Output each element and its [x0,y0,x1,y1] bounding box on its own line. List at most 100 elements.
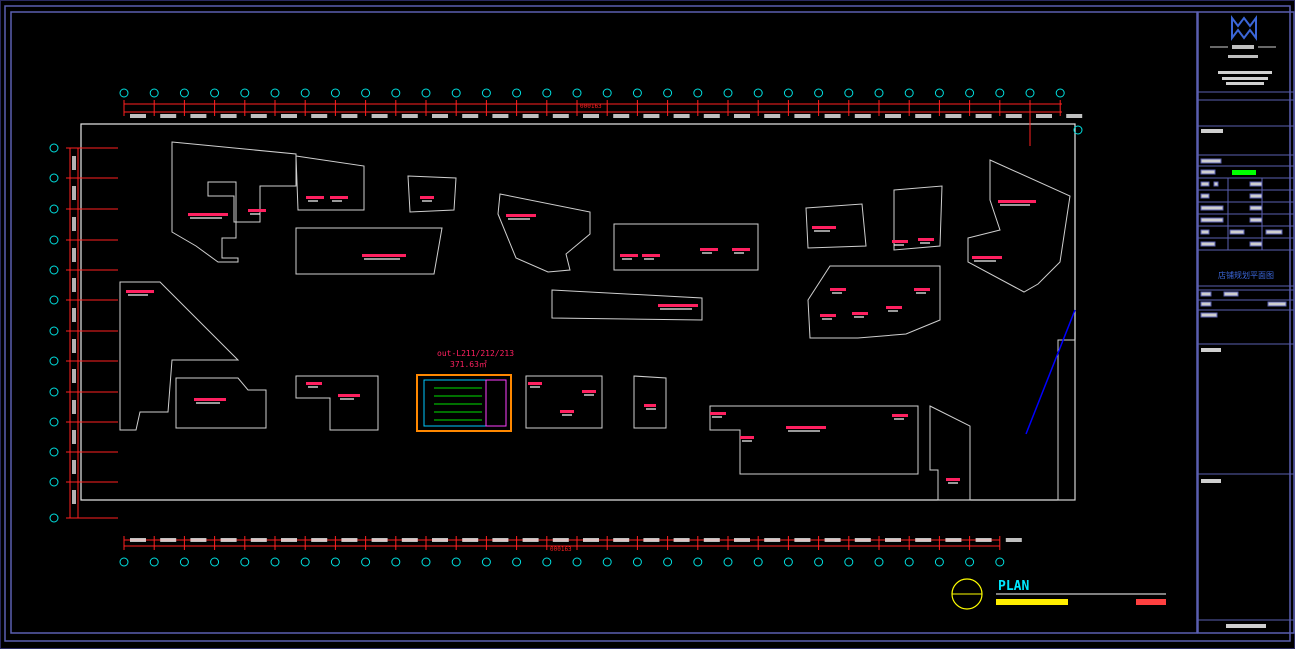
shop-area [734,252,744,254]
tb-text [1200,169,1216,175]
dim-value [72,186,76,200]
dim-value [72,369,76,383]
shop-outline [613,223,759,271]
grid-bubble [451,88,461,98]
tb-text [1265,229,1283,235]
dim-value [401,538,418,542]
tb-text [1200,229,1210,235]
dim-value [72,217,76,231]
dim-value [764,114,781,118]
tb-text [1213,181,1219,187]
scale-text-blur [1136,599,1166,605]
tb-text [1249,241,1263,247]
shop-label [914,288,930,291]
logo-icon [1210,15,1276,58]
grid-bubble [783,88,793,98]
shop-label [710,412,726,415]
dim-value [341,114,358,118]
dim-value [734,114,750,118]
shop-outline [805,203,867,249]
shop-area [364,258,400,260]
dim-value [854,114,871,118]
tb-text [1249,217,1263,223]
grid-bubble [179,88,189,98]
shop-label [700,248,718,251]
shop-area [788,430,820,432]
dim-value [1036,114,1052,118]
shop-area [196,402,220,404]
grid-bubble [874,88,884,98]
grid-bubble [270,88,280,98]
dim-value [130,538,146,542]
grid-bubble [149,557,159,567]
highlight-unit-area: 371.63㎡ [450,360,487,369]
dim-value [72,278,76,292]
shop-outline [893,185,943,251]
sheet-border [4,5,1291,642]
shop-label [420,196,434,199]
dim-value [72,248,76,262]
shop-area [332,200,342,202]
grid-bubble [602,88,612,98]
grid-bubble [904,88,914,98]
dim-value [552,538,569,542]
shop-outlines [119,141,1076,501]
grid-bubble [753,88,763,98]
grid-bubble [965,557,975,567]
shop-area [1000,204,1030,206]
highlighted-shop[interactable] [416,374,512,432]
tb-text [1200,301,1212,307]
grid-bubble [542,88,552,98]
tb-text [1200,241,1216,247]
grid-bubble [844,88,854,98]
grid-bubble [814,557,824,567]
dim-value [734,538,750,542]
grid-bubble [49,447,59,457]
dim-value [432,114,448,118]
dim-value [220,538,237,542]
grid-bubble [934,557,944,567]
grid-bubble [49,417,59,427]
dim-value [311,114,328,118]
dim-value [492,114,509,118]
dim-value [643,538,660,542]
dim-value [72,430,76,444]
shop-label [998,200,1036,203]
tb-text [1200,291,1212,297]
tb-text [1200,217,1224,223]
dim-value [703,114,720,118]
dim-value [1005,114,1022,118]
grid-bubble [391,88,401,98]
dim-value [341,538,358,542]
shop-area [660,308,692,310]
tb-text [1249,205,1263,211]
shop-area [832,292,842,294]
tb-text [1200,312,1218,318]
shop-area [702,252,712,254]
shop-outline [551,289,703,321]
dim-value [673,538,690,542]
grid-bubble [632,557,642,567]
dim-value [72,460,76,474]
dim-value [250,114,267,118]
shop-area [190,217,222,219]
grid-bubble [663,557,673,567]
grid-bubble [934,88,944,98]
grid-bubble [481,88,491,98]
shop-outline [295,227,443,275]
dim-value [220,114,237,118]
shop-area [308,386,318,388]
dim-value [130,114,146,118]
grid-bubble [844,557,854,567]
shop-label [188,213,228,216]
shop-outline [119,281,240,431]
grid-bubble [783,557,793,567]
grid-bubble [300,557,310,567]
grid-bubble [210,557,220,567]
grid-bubble [723,88,733,98]
shop-label [886,306,902,309]
shop-outline [967,159,1071,293]
shop-outline [807,265,941,339]
